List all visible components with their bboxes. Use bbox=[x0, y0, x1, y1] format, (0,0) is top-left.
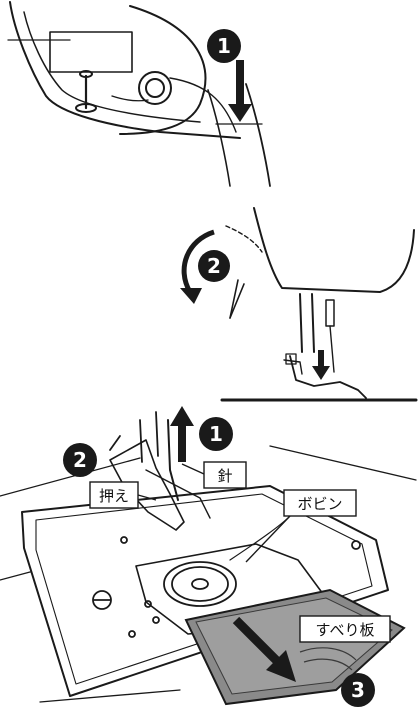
svg-text:2: 2 bbox=[207, 254, 221, 278]
svg-text:1: 1 bbox=[209, 422, 223, 446]
callout-slide-plate: すべり板 bbox=[300, 616, 390, 642]
panel-top-illustration bbox=[8, 2, 270, 186]
step-1-top-badge: 1 bbox=[207, 29, 241, 63]
step-1-bottom-badge: 1 bbox=[199, 417, 233, 451]
callout-presser-foot: 押え bbox=[90, 482, 156, 508]
label-slide-plate: すべり板 bbox=[316, 621, 375, 639]
label-presser-foot: 押え bbox=[99, 487, 129, 505]
svg-text:1: 1 bbox=[217, 34, 231, 58]
step-2-middle-badge: 2 bbox=[198, 250, 230, 282]
label-bobbin: ボビン bbox=[297, 495, 342, 513]
callout-needle: 針 bbox=[182, 462, 246, 488]
svg-text:3: 3 bbox=[351, 678, 365, 702]
step-2-bottom-badge: 2 bbox=[63, 443, 97, 477]
svg-text:2: 2 bbox=[73, 448, 87, 472]
up-arrow-needle bbox=[170, 406, 194, 462]
step-3-bottom-badge: 3 bbox=[341, 673, 375, 707]
callout-bobbin: ボビン bbox=[246, 490, 356, 562]
label-needle: 針 bbox=[217, 467, 232, 485]
down-arrow-needle bbox=[312, 350, 330, 380]
